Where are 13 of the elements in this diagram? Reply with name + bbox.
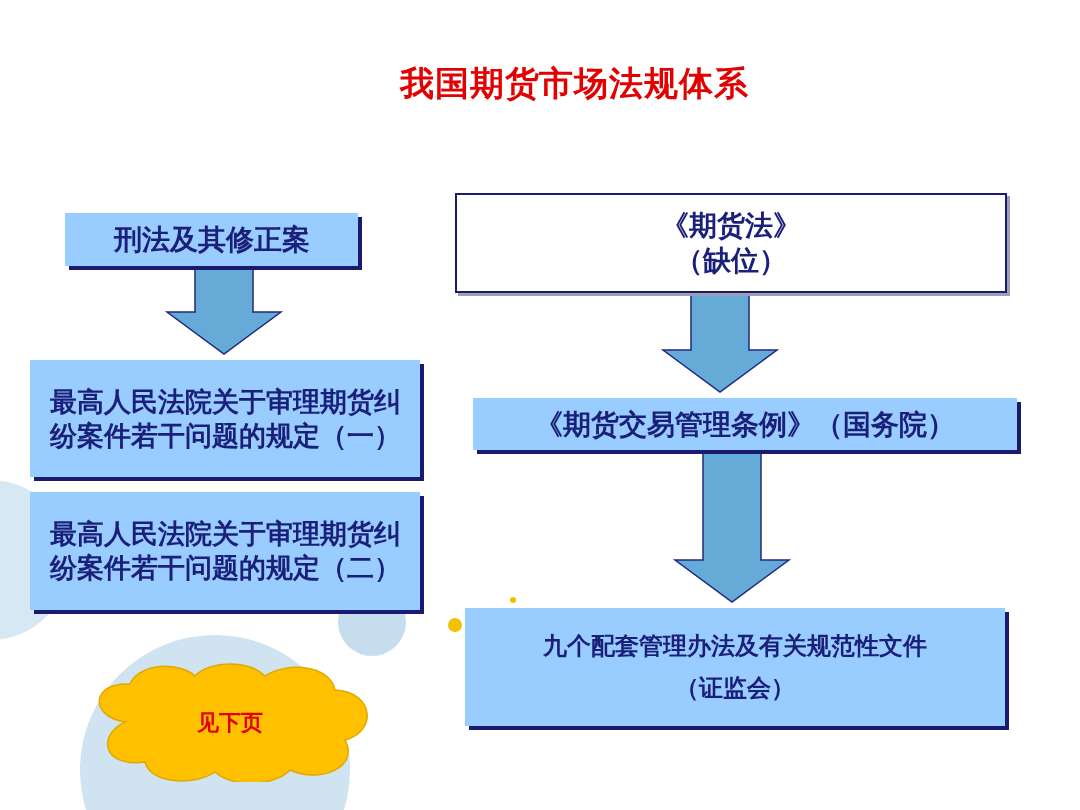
block-arrow bbox=[672, 451, 792, 603]
box-label: 刑法及其修正案 bbox=[113, 222, 310, 257]
box-label: （证监会） bbox=[675, 673, 795, 703]
cloud-label: 见下页 bbox=[197, 708, 263, 737]
box-label: 最高人民法院关于审理期货纠纷案件若干问题的规定（一） bbox=[48, 384, 402, 453]
box-label: 最高人民法院关于审理期货纠纷案件若干问题的规定（二） bbox=[48, 517, 402, 585]
block-arrow bbox=[164, 267, 284, 355]
box-label: （缺位） bbox=[675, 243, 787, 278]
slide-title: 我国期货市场法规体系 bbox=[400, 62, 749, 105]
box-label: 《期货法》 bbox=[661, 208, 801, 243]
box-label: 《期货交易管理条例》（国务院） bbox=[535, 406, 955, 442]
box-label: 九个配套管理办法及有关规范性文件 bbox=[543, 631, 927, 661]
law-box bbox=[455, 193, 1007, 293]
